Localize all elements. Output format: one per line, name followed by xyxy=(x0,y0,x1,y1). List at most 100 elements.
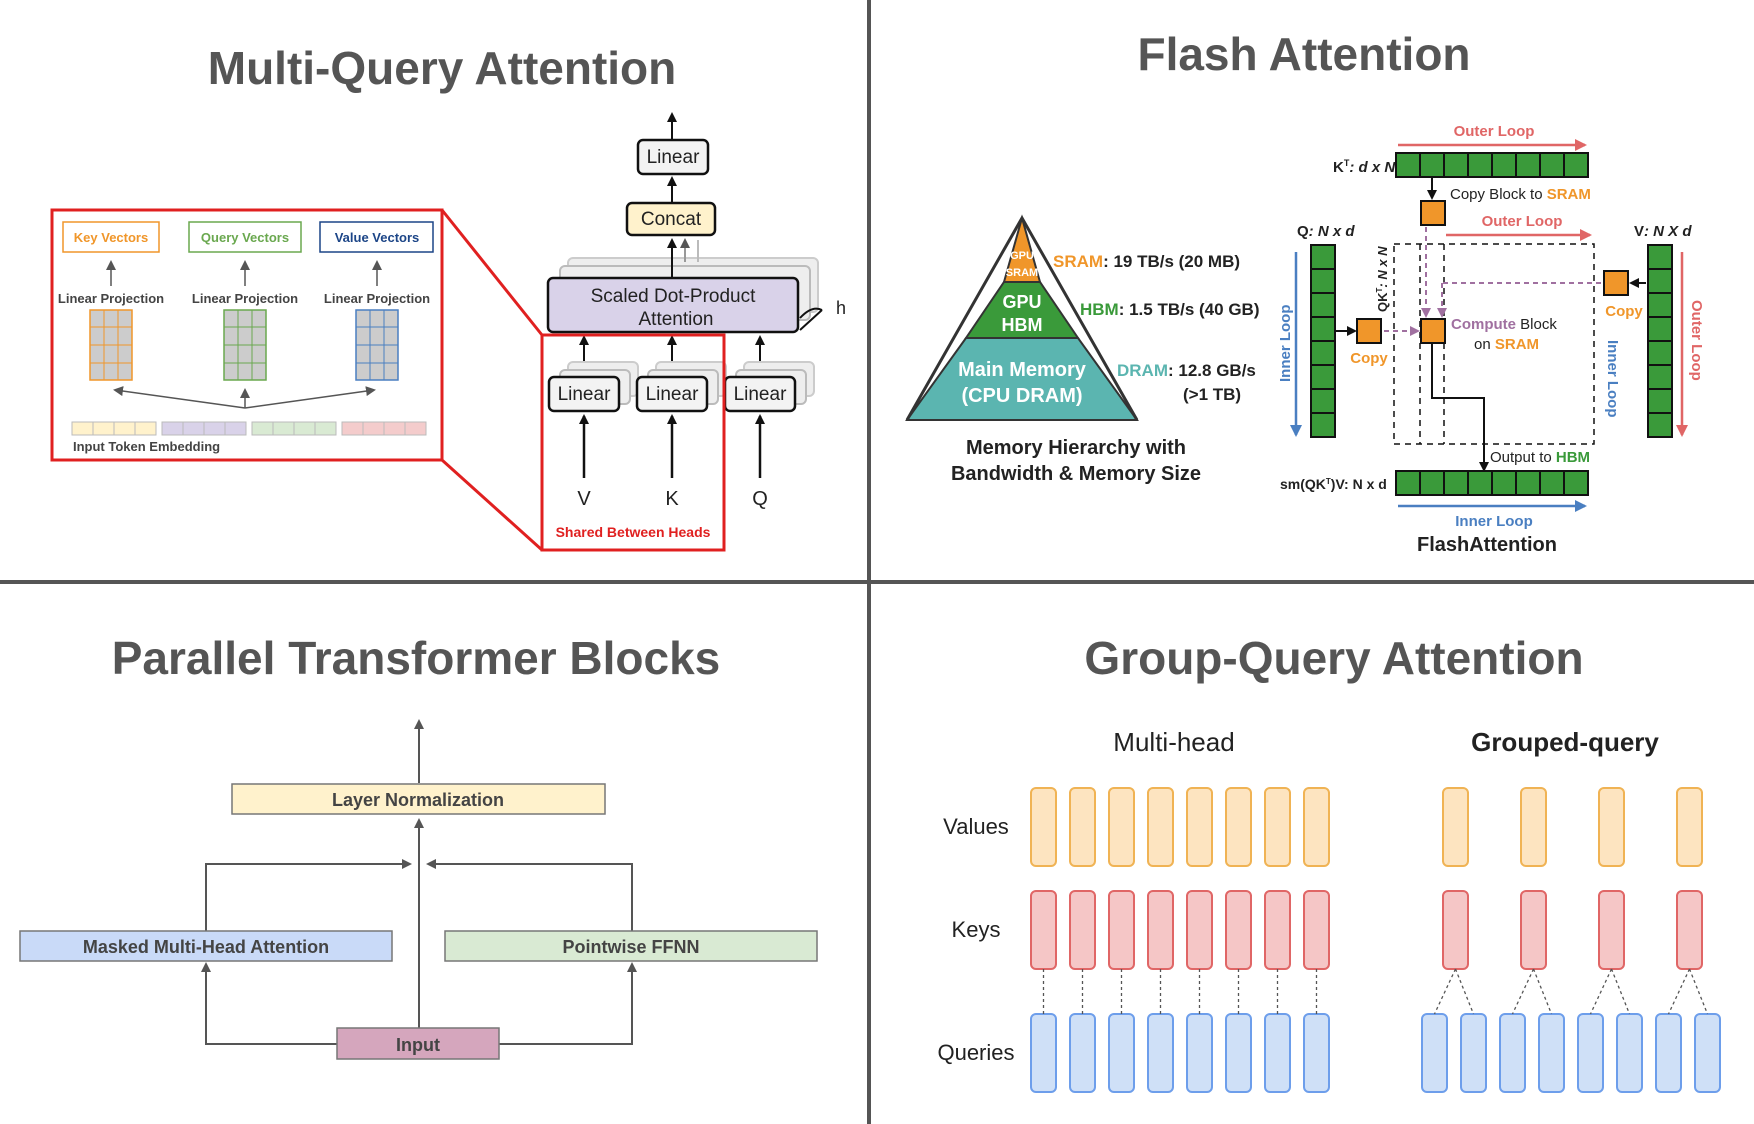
mqa-zoom-box xyxy=(50,208,444,462)
memory-caption-2: Bandwidth & Memory Size xyxy=(951,463,1201,485)
layer-norm-label: Layer Normalization xyxy=(332,790,504,810)
head-cell xyxy=(1303,1013,1330,1093)
matrix-cell xyxy=(1515,470,1541,496)
kt-matrix xyxy=(1395,152,1589,178)
pyramid-top-1: GPU xyxy=(1010,250,1034,262)
flash-panel: Flash Attention GPU SRAM GPU HBM Main Me… xyxy=(905,28,1705,556)
q-matrix xyxy=(1310,244,1336,438)
matrix-cell xyxy=(1563,470,1589,496)
head-cell xyxy=(1421,1013,1448,1093)
ffnn-box xyxy=(444,930,818,962)
matrix-cell xyxy=(1395,152,1421,178)
outer-loop-top-label: Outer Loop xyxy=(1454,123,1535,140)
matrix-cell xyxy=(1310,316,1336,342)
head-cell xyxy=(1442,787,1469,867)
pyramid-mid-2: HBM xyxy=(1002,315,1043,335)
v-copy-label: Copy xyxy=(1605,303,1643,320)
query-matrix xyxy=(223,309,267,381)
layer-norm-box xyxy=(231,783,606,815)
matrix-cell xyxy=(1395,470,1421,496)
head-cell xyxy=(1676,787,1703,867)
matrix-cell xyxy=(1539,152,1565,178)
matrix-cell xyxy=(1647,268,1673,294)
head-cell xyxy=(1225,1013,1252,1093)
qkt-label: QKT: N x N xyxy=(1375,246,1390,312)
ffnn-label: Pointwise FFNN xyxy=(562,937,699,957)
head-cell xyxy=(1147,1013,1174,1093)
matrix-cell xyxy=(1443,470,1469,496)
matrix-cell xyxy=(1647,340,1673,366)
head-cell xyxy=(1538,1013,1565,1093)
matrix-cell xyxy=(1467,152,1493,178)
compute-label: Compute Block xyxy=(1451,316,1557,333)
matrix-cell xyxy=(1491,470,1517,496)
head-cell xyxy=(1264,1013,1291,1093)
matrix-cell xyxy=(1443,152,1469,178)
head-cell xyxy=(1069,1013,1096,1093)
linear-v-box xyxy=(547,375,621,413)
mqa-panel: Multi-Query Attention Key Vectors Query … xyxy=(50,42,846,552)
matrix-cell xyxy=(1419,152,1445,178)
key-matrix xyxy=(89,309,133,381)
head-link xyxy=(1454,968,1475,1015)
head-cell xyxy=(1442,890,1469,970)
gqa-title: Group-Query Attention xyxy=(1084,632,1583,684)
shared-heads-label: Shared Between Heads xyxy=(556,524,711,540)
zoom-connector-bottom xyxy=(440,458,544,552)
matrix-cell xyxy=(1310,340,1336,366)
gqa-panel: Group-Query Attention Multi-head Grouped… xyxy=(937,632,1721,1093)
head-cell xyxy=(1520,787,1547,867)
head-cell xyxy=(1030,890,1057,970)
matrix-cell xyxy=(1310,412,1336,438)
outer-loop-mid-label: Outer Loop xyxy=(1482,213,1563,230)
v-matrix xyxy=(1647,244,1673,438)
linear-projection-query: Linear Projection xyxy=(192,291,298,306)
inner-loop-bottom-label: Inner Loop xyxy=(1455,513,1533,530)
head-cell xyxy=(1499,1013,1526,1093)
flash-title: Flash Attention xyxy=(1137,28,1470,80)
matrix-cell xyxy=(1647,412,1673,438)
head-cell xyxy=(1069,787,1096,867)
memory-caption-1: Memory Hierarchy with xyxy=(966,437,1186,459)
shared-heads-box xyxy=(540,333,726,552)
value-matrix xyxy=(355,309,399,381)
v-input-label: V xyxy=(577,488,591,510)
head-cell xyxy=(1598,890,1625,970)
sdpa-box xyxy=(546,276,800,334)
head-cell xyxy=(1303,787,1330,867)
k-input-label: K xyxy=(665,488,679,510)
pyramid-bot-1: Main Memory xyxy=(958,359,1087,381)
head-cell xyxy=(1108,787,1135,867)
queries-row-label: Queries xyxy=(937,1040,1014,1065)
head-cell xyxy=(1616,1013,1643,1093)
head-cell xyxy=(1577,1013,1604,1093)
output-label: Output to HBM xyxy=(1490,449,1590,466)
hbm-spec: HBM: 1.5 TB/s (40 GB) xyxy=(1080,300,1259,319)
matrix-cell xyxy=(1539,470,1565,496)
v-copy-block xyxy=(1603,270,1629,296)
head-cell xyxy=(1108,1013,1135,1093)
matrix-cell xyxy=(1647,316,1673,342)
head-cell xyxy=(1520,890,1547,970)
linear-q-label: Linear xyxy=(734,384,787,405)
h-bracket xyxy=(799,307,823,319)
keys-row-label: Keys xyxy=(952,917,1001,942)
pyramid-mid-1: GPU xyxy=(1002,292,1041,312)
linear-projection-key: Linear Projection xyxy=(58,291,164,306)
key-vectors-box xyxy=(62,221,160,253)
matrix-cell xyxy=(1563,152,1589,178)
dram-spec2: (>1 TB) xyxy=(1183,385,1241,404)
ptb-panel: Parallel Transformer Blocks Layer Normal… xyxy=(19,632,818,1060)
pyramid-bot-2: (CPU DRAM) xyxy=(961,385,1082,407)
inner-loop-left-label: Inner Loop xyxy=(1277,305,1294,383)
gqa-cells xyxy=(1030,787,1721,1093)
concat-box xyxy=(625,201,717,237)
top-linear-label: Linear xyxy=(647,147,700,168)
matrix-cell xyxy=(1419,470,1445,496)
head-cell xyxy=(1147,787,1174,867)
inner-loop-right-label: Inner Loop xyxy=(1604,340,1621,418)
matrix-cell xyxy=(1647,244,1673,270)
kt-copy-block xyxy=(1420,200,1446,226)
head-link xyxy=(1532,968,1553,1015)
